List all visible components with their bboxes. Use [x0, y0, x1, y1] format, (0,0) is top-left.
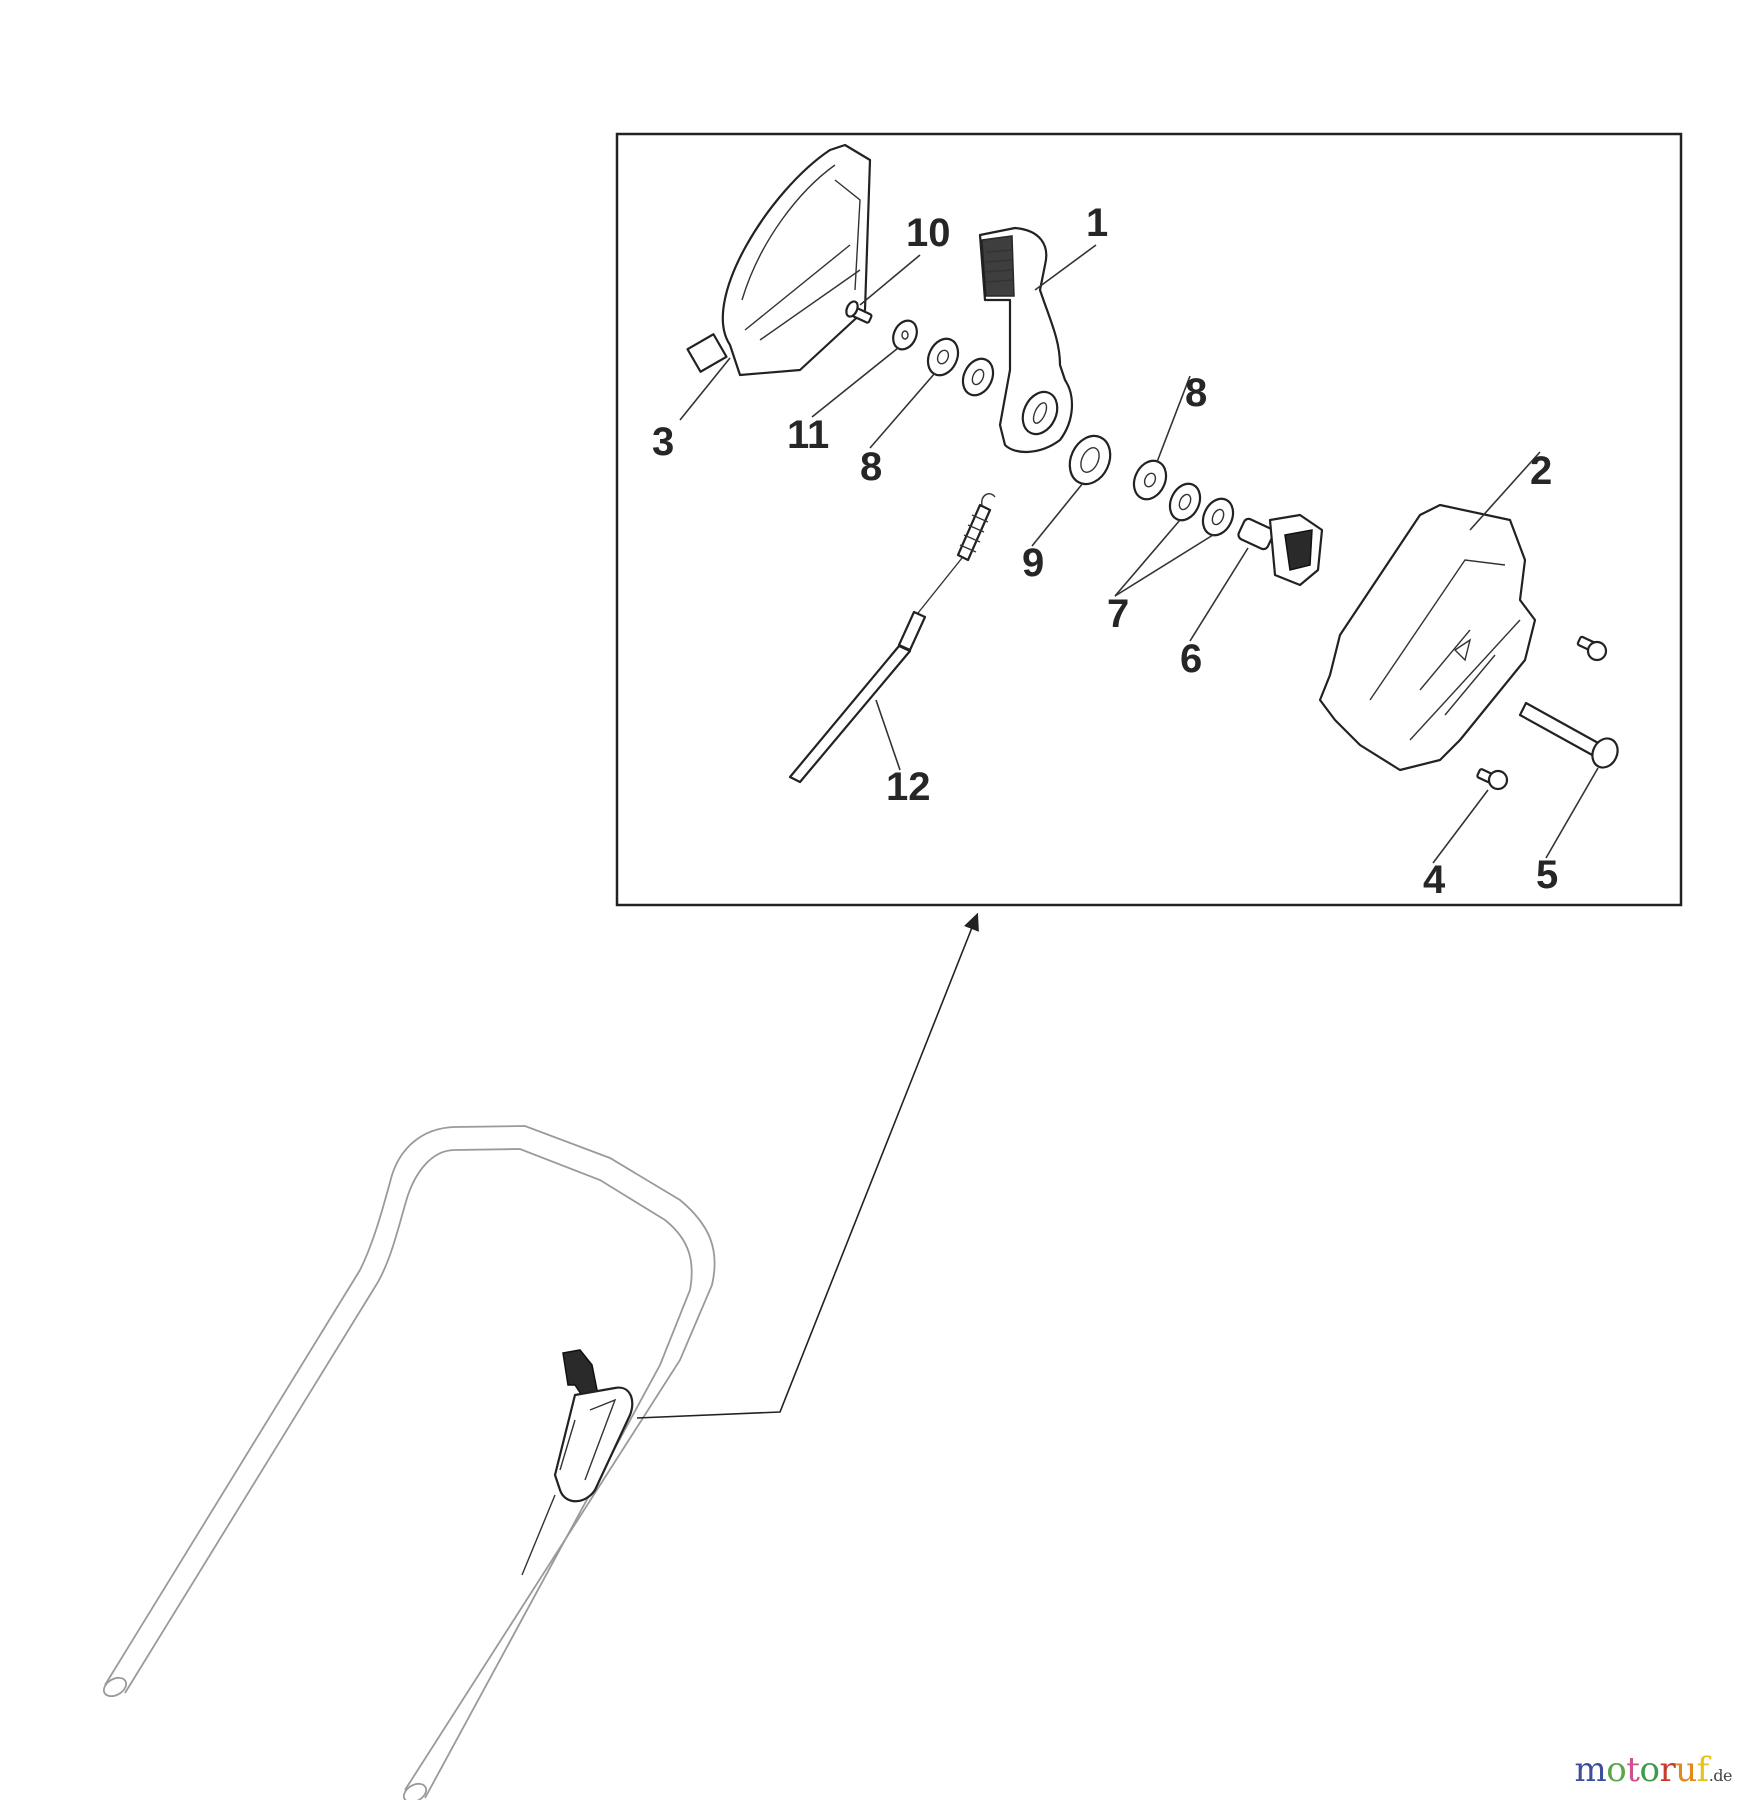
callout-11: 11 — [787, 413, 829, 457]
callout-12: 12 — [886, 765, 931, 809]
part-7-washers[interactable] — [1164, 479, 1238, 540]
part-12-cable-spring[interactable] — [788, 493, 996, 784]
watermark-letter-m: m — [1574, 1750, 1607, 1790]
screw-unlabeled[interactable] — [1576, 635, 1608, 662]
detail-inset-frame — [615, 132, 1683, 907]
part-8-washer-left[interactable] — [922, 334, 963, 380]
part-9-large-washer[interactable] — [1062, 429, 1118, 490]
part-4-small-screw[interactable] — [1476, 768, 1509, 791]
watermark-letter-r: r — [1659, 1750, 1676, 1790]
callout-6: 6 — [1180, 637, 1202, 681]
part-1-control-lever[interactable] — [978, 226, 1074, 454]
motoruf-watermark: motoruf.de — [1574, 1750, 1733, 1790]
part-8-washer-right[interactable] — [1128, 456, 1172, 505]
part-5-long-bolt[interactable] — [1518, 701, 1622, 772]
part-11-washer[interactable] — [889, 317, 922, 353]
handlebar-overview — [102, 1125, 716, 1800]
control-assembly-overview[interactable] — [521, 1349, 634, 1576]
callout-8-left: 8 — [860, 445, 882, 489]
part-2-housing-right[interactable] — [1318, 503, 1537, 772]
watermark-letter-o1: o — [1606, 1750, 1627, 1790]
callout-7: 7 — [1107, 592, 1129, 636]
part-3-housing-left[interactable] — [686, 143, 872, 377]
part-10-screw[interactable] — [844, 300, 873, 324]
watermark-letter-t: t — [1626, 1750, 1640, 1790]
callout-1: 1 — [1086, 201, 1108, 245]
callout-2: 2 — [1530, 449, 1552, 493]
leader-lines — [679, 244, 1599, 864]
part-8-washer-left-b — [961, 357, 995, 397]
callout-5: 5 — [1536, 853, 1558, 897]
watermark-tld: .de — [1708, 1766, 1733, 1785]
pointer-arrow — [636, 912, 979, 1419]
callout-4: 4 — [1423, 858, 1446, 902]
watermark-letter-f: f — [1696, 1750, 1710, 1790]
callout-9: 9 — [1022, 541, 1044, 585]
watermark-letter-o2: o — [1639, 1750, 1660, 1790]
callout-10: 10 — [906, 211, 951, 255]
callout-labels: 1 2 3 4 5 6 7 8 8 9 10 11 12 — [652, 201, 1558, 902]
callout-3: 3 — [652, 420, 674, 464]
part-6-pulley[interactable] — [1237, 513, 1324, 587]
watermark-letter-u: u — [1675, 1750, 1697, 1790]
callout-8-right: 8 — [1185, 371, 1207, 415]
